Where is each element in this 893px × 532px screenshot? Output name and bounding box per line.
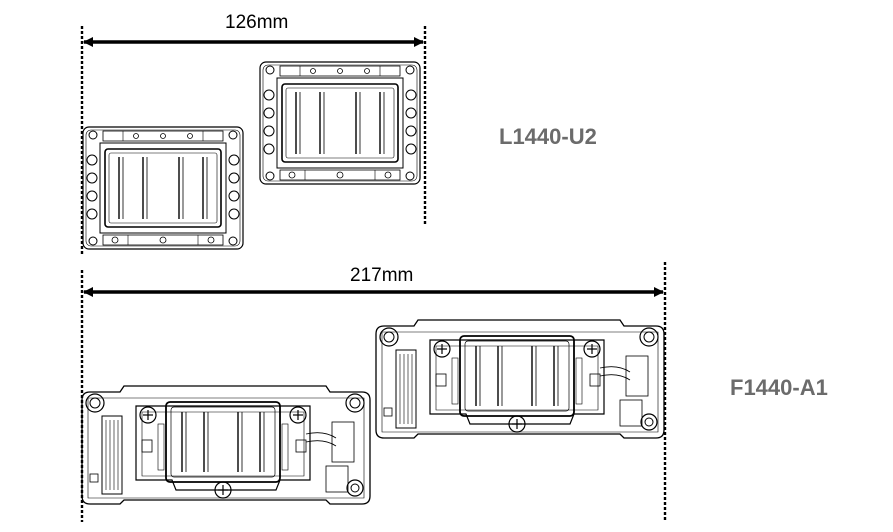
small-head-width-label: 126mm — [225, 12, 288, 33]
large-printhead-drawing-right — [375, 319, 665, 439]
large-head-width-label: 217mm — [350, 265, 413, 286]
small-printhead-drawing-right — [259, 61, 421, 185]
large-printhead-drawing-left — [81, 385, 371, 505]
large-head-model-label: F1440-A1 — [730, 375, 828, 400]
small-printhead-drawing-left — [82, 126, 244, 250]
small-head-model-label: L1440-U2 — [499, 124, 597, 149]
